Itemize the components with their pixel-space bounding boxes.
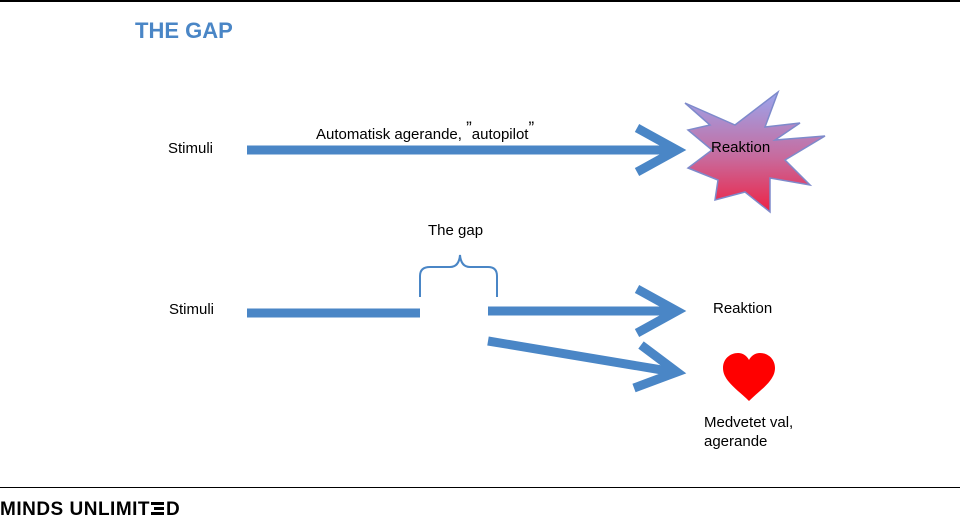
gap-label: The gap [428, 222, 484, 239]
conscious-choice-line1: Medvetet val, [704, 414, 794, 431]
autopilot-text: autopilot [471, 126, 529, 143]
minds-unlimited-logo: MINDS UNLIMIT D [0, 499, 180, 521]
row2-stimuli-label: Stimuli [169, 301, 215, 318]
quote-close: ” [528, 118, 535, 137]
quote-open: ” [466, 118, 472, 137]
gap-bracket [419, 254, 498, 297]
logo-text-start: MINDS UNLIMIT [0, 499, 151, 520]
row1-stimuli-label: Stimuli [168, 140, 214, 157]
automatic-action-text: Automatisk agerande, [316, 126, 462, 143]
row1-reaction-label: Reaktion [711, 139, 771, 156]
logo-e-mark [151, 502, 165, 515]
conscious-choice-line2: agerande [704, 433, 768, 450]
reaction-burst-shape [684, 89, 826, 214]
row2-reaction-label: Reaktion [713, 300, 773, 317]
top-divider [0, 0, 960, 2]
conscious-choice-label: Medvetet val, agerande [704, 413, 793, 451]
page-title: THE GAP [135, 18, 233, 43]
heart-icon [723, 353, 775, 401]
footer-divider [0, 487, 960, 488]
logo-text-end: D [166, 499, 181, 520]
automatic-action-label: Automatisk agerande, ”autopilot” [316, 118, 534, 144]
automatic-arrow [247, 124, 687, 176]
reaction-arrow [488, 285, 687, 337]
conscious-choice-arrow [487, 336, 687, 393]
